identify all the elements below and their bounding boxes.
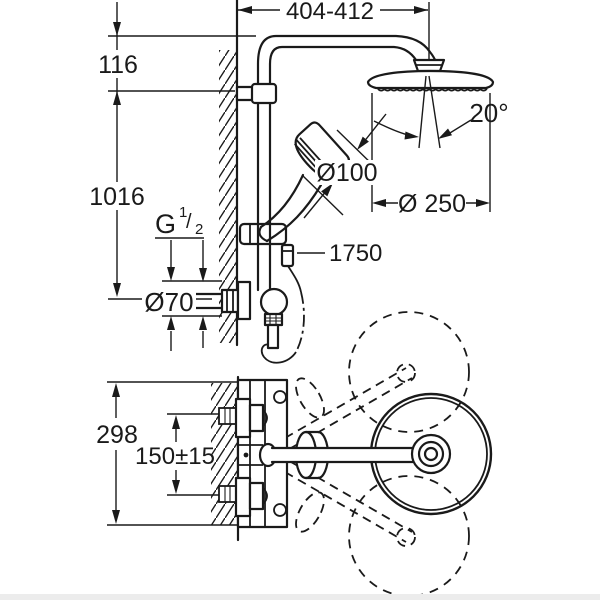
head-shower <box>366 58 495 92</box>
dim-arm-reach: 404-412 <box>238 0 430 66</box>
swivel-position-upper <box>348 311 470 433</box>
pivot-ball <box>259 287 289 317</box>
dim-connection-spacing: 150±15 <box>133 413 223 496</box>
dim-head-diameter-label: Ø 250 <box>398 190 466 218</box>
spray-nozzles <box>377 87 488 92</box>
ball-joint-top-view <box>410 433 452 475</box>
shower-rail <box>256 34 438 292</box>
hand-shower-handle <box>259 173 305 229</box>
hose-connector <box>280 243 295 268</box>
dim-head-offset-label: 116 <box>98 51 138 79</box>
page-edge <box>0 594 600 600</box>
dim-head-diameter: Ø 250 <box>371 93 491 218</box>
outlet-knurl <box>263 312 284 327</box>
dim-connection-spacing-label: 150±15 <box>135 443 215 470</box>
hand-shower-holder <box>238 222 288 246</box>
dim-body-height-label: 298 <box>96 421 138 449</box>
supply-pipe-lower <box>218 485 237 503</box>
dim-lines-left <box>108 2 256 300</box>
wall-hatching-bottom <box>211 383 238 525</box>
union-nut <box>220 288 240 314</box>
dim-flange-diameter-label: Ø70 <box>144 287 193 317</box>
dim-hand-diameter: Ø100 <box>301 113 387 219</box>
escutcheon-lower <box>234 476 252 518</box>
shower-hose <box>260 265 305 364</box>
head-shower-plate <box>366 69 495 90</box>
escutcheon <box>236 280 252 321</box>
dim-spray-angle-label: 20° <box>469 98 508 128</box>
dim-hand-diameter-label: Ø100 <box>316 159 377 187</box>
escutcheon-upper <box>234 397 252 439</box>
union-nut-lower <box>248 481 265 511</box>
dim-rail-height-label: 1016 <box>89 183 145 211</box>
supply-pipe-upper <box>218 407 237 425</box>
dim-body-height: 298 <box>94 383 140 524</box>
dim-arm-reach-label: 404-412 <box>286 0 374 25</box>
wall-hatching <box>219 50 237 343</box>
dim-hose-length: 1750 <box>297 240 382 267</box>
union-nut-upper <box>248 403 265 433</box>
dim-thread-and-flange: G 1 / 2 Ø70 <box>142 204 207 351</box>
dim-spray-angle: 20° <box>373 75 509 149</box>
dim-hose-length-label: 1750 <box>329 240 382 267</box>
shower-arm-top-view <box>270 446 416 464</box>
thermostat-top-view: 298 150±15 <box>94 311 493 597</box>
swivel-position-lower <box>348 475 470 597</box>
rail-wall-bracket <box>235 82 278 105</box>
hose-outlet <box>266 323 280 350</box>
thread-size-label: G 1 / 2 <box>155 204 203 239</box>
